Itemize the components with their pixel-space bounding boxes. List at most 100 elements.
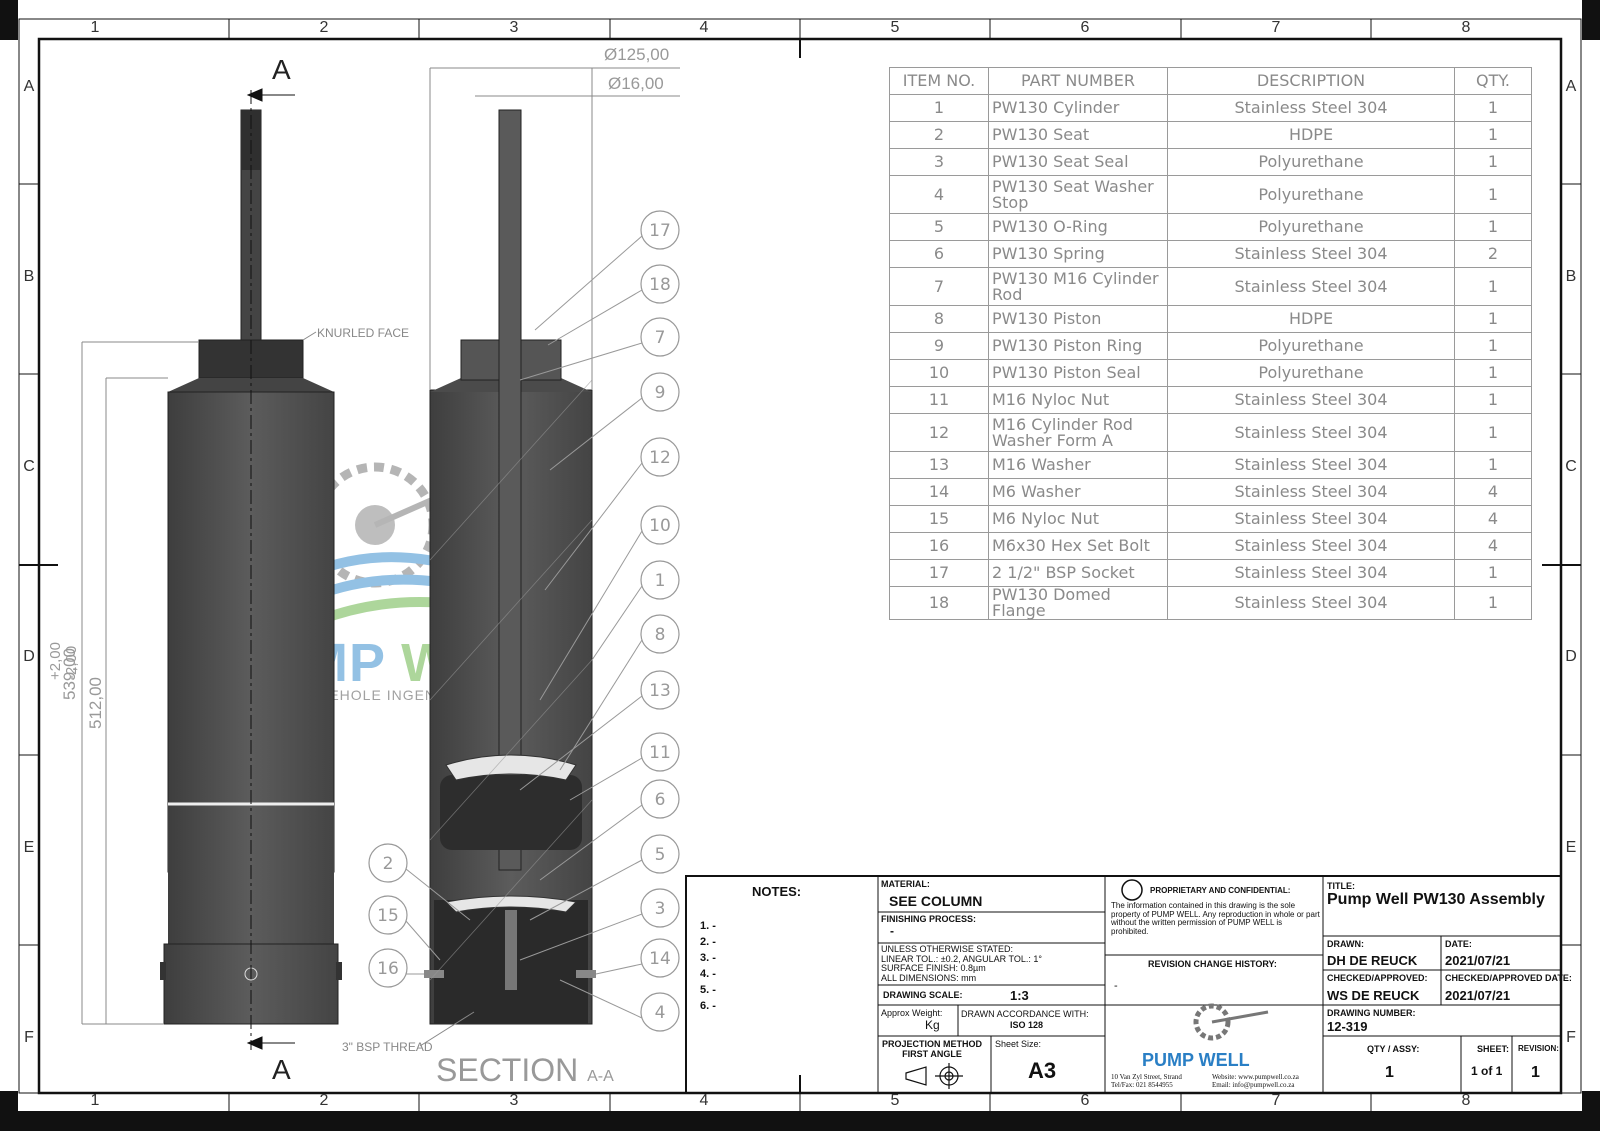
section-title-text: SECTION — [436, 1052, 579, 1088]
material-value: SEE COLUMN — [889, 893, 983, 909]
bom-qty: 1 — [1454, 305, 1532, 333]
bom-qty: 4 — [1454, 505, 1532, 533]
bom-qty: 4 — [1454, 478, 1532, 506]
bom-description: Polyurethane — [1167, 148, 1455, 176]
bom-qty: 1 — [1454, 175, 1532, 214]
bom-item-no: 7 — [889, 267, 989, 306]
balloon-leader — [591, 585, 643, 661]
zone-column-label: 3 — [509, 19, 519, 36]
bom-item-no: 5 — [889, 213, 989, 241]
revision-label: REVISION: — [1518, 1044, 1559, 1053]
balloon-circle — [640, 992, 680, 1032]
zone-column-label: 8 — [1461, 19, 1471, 36]
balloon-circle — [640, 505, 680, 545]
balloon-leader — [539, 530, 643, 701]
bom-item-no: 2 — [889, 121, 989, 149]
zone-column-label: 7 — [1271, 19, 1281, 36]
balloon-circle — [640, 888, 680, 928]
knurled-face-label: KNURLED FACE — [317, 326, 410, 340]
balloon-circle — [640, 938, 680, 978]
balloon-number: 5 — [655, 845, 666, 865]
drawing-title: Pump Well PW130 Assembly — [1327, 891, 1545, 908]
checked-date-label: CHECKED/APPROVED DATE: — [1445, 973, 1572, 983]
bom-part-number: PW130 Cylinder — [988, 94, 1168, 122]
bom-description: HDPE — [1167, 305, 1455, 333]
zone-row-label: C — [23, 458, 35, 475]
balloon-circle — [368, 948, 408, 988]
email: Email: info@pumpwell.co.za — [1212, 1081, 1295, 1089]
sheet-value: 1 of 1 — [1471, 1064, 1503, 1078]
zone-row-label: B — [23, 268, 35, 285]
balloon-circle — [640, 210, 680, 250]
zone-column-label: 2 — [319, 1092, 329, 1109]
title-label: TITLE: — [1327, 881, 1355, 891]
watermark-tagline: BOREHOLE INGENUITY — [296, 687, 472, 703]
weight-unit: Kg — [925, 1018, 940, 1032]
balloon-leader — [595, 963, 643, 975]
section-label-bottom: A — [272, 1054, 291, 1085]
zone-column-label: 4 — [699, 19, 709, 36]
bom-header-part: PART NUMBER — [988, 67, 1168, 95]
telfax: Tel/Fax: 021 8544955 — [1111, 1081, 1173, 1089]
balloon-number: 1 — [655, 571, 666, 591]
projection-value: FIRST ANGLE — [902, 1049, 962, 1059]
balloon-circle — [368, 843, 408, 883]
zone-row-label: E — [23, 839, 35, 856]
revision-value: 1 — [1531, 1064, 1540, 1081]
bom-item-no: 12 — [889, 413, 989, 452]
checked-date-value: 2021/07/21 — [1445, 988, 1511, 1003]
balloon-number: 16 — [377, 959, 399, 979]
zone-row-label: D — [23, 648, 35, 665]
zone-column-label: 5 — [890, 1092, 900, 1109]
bom-qty: 1 — [1454, 451, 1532, 479]
balloon-circle — [368, 895, 408, 935]
balloon-number: 4 — [655, 1003, 666, 1023]
balloon-number: 10 — [649, 516, 671, 536]
note-item: 4. - — [700, 968, 716, 980]
note-item: 3. - — [700, 952, 716, 964]
bom-item-no: 11 — [889, 386, 989, 414]
sheet-label: SHEET: — [1477, 1044, 1510, 1054]
proprietary-text: The information contained in this drawin… — [1111, 901, 1320, 936]
balloon-number: 18 — [649, 275, 671, 295]
balloon-circle — [640, 317, 680, 357]
bom-qty: 1 — [1454, 332, 1532, 360]
note-item: 1. - — [700, 920, 716, 932]
bom-part-number: M16 Washer — [988, 451, 1168, 479]
bom-description: Polyurethane — [1167, 213, 1455, 241]
tolerance-line: SURFACE FINISH: 0.8µm — [881, 963, 986, 973]
date-value: 2021/07/21 — [1445, 953, 1511, 968]
scale-value: 1:3 — [1010, 988, 1029, 1003]
revision-history-label: REVISION CHANGE HISTORY: — [1148, 959, 1277, 969]
bom-part-number: PW130 O-Ring — [988, 213, 1168, 241]
finishing-value: - — [890, 924, 894, 938]
balloon-number: 11 — [649, 743, 671, 763]
balloon-circle — [640, 614, 680, 654]
balloon-number: 17 — [649, 221, 671, 241]
checked-value: WS DE REUCK — [1327, 988, 1420, 1003]
zone-column-label: 4 — [699, 1092, 709, 1109]
balloon-number: 14 — [649, 949, 671, 969]
zone-column-label: 6 — [1080, 1092, 1090, 1109]
section-title: SECTION A-A — [436, 1052, 614, 1089]
balloon-number: 9 — [655, 383, 666, 403]
balloon-circle — [640, 670, 680, 710]
zone-row-label: F — [1566, 1029, 1576, 1046]
bom-qty: 1 — [1454, 148, 1532, 176]
bom-part-number: PW130 Seat — [988, 121, 1168, 149]
bom-description: Stainless Steel 304 — [1167, 505, 1455, 533]
balloon-number: 2 — [383, 854, 394, 874]
balloon-circle — [640, 372, 680, 412]
balloon-leader — [544, 462, 643, 591]
zone-row-label: D — [1565, 648, 1577, 665]
bom-item-no: 18 — [889, 586, 989, 620]
zone-row-label: B — [1565, 268, 1577, 285]
qty-label: QTY / ASSY: — [1367, 1044, 1420, 1054]
